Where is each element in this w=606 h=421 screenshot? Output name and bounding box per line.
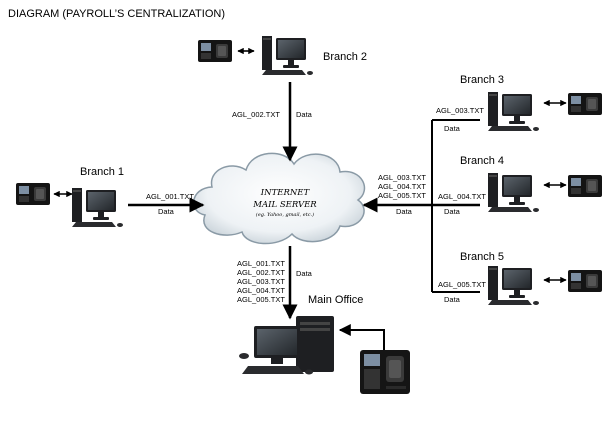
computer-icon xyxy=(488,266,539,305)
branch-2-file: AGL_002.TXT xyxy=(232,110,280,119)
computer-icon xyxy=(262,36,313,75)
merged-file-2: AGL_004.TXT xyxy=(378,182,426,191)
main-office-label: Main Office xyxy=(308,294,363,306)
branch-1-file: AGL_001.TXT xyxy=(146,192,194,201)
biometric-device-icon xyxy=(198,40,232,62)
branch-4-group: Branch 4 AGL_004.TXT Data xyxy=(438,155,602,216)
internet-mail-server-cloud: INTERNET MAIL SERVER (eg. Yahoo, gmail, … xyxy=(193,152,366,245)
branch-5-label: Branch 5 xyxy=(460,251,504,263)
biometric-device-icon xyxy=(568,175,602,197)
main-computer-icon xyxy=(239,316,334,375)
branch-4-file: AGL_004.TXT xyxy=(438,192,486,201)
branch-4-label: Branch 4 xyxy=(460,155,504,167)
branch-3-group: Branch 3 AGL_003.TXT Data xyxy=(436,74,602,133)
branch-5-file: AGL_005.TXT xyxy=(438,280,486,289)
computer-icon xyxy=(488,173,539,212)
branch-5-group: Branch 5 AGL_005.TXT Data xyxy=(438,251,602,305)
server-label-line1: INTERNET xyxy=(260,188,311,198)
computer-icon xyxy=(488,92,539,131)
branch-2-group: Branch 2 AGL_002.TXT Data xyxy=(198,36,367,162)
main-office-file-3: AGL_003.TXT xyxy=(237,277,285,286)
branch-1-group: Branch 1 AGL_001.TXT Data xyxy=(16,166,205,227)
main-office-file-4: AGL_004.TXT xyxy=(237,286,285,295)
server-label-examples: (eg. Yahoo, gmail, etc.) xyxy=(256,211,314,218)
main-office-file-1: AGL_001.TXT xyxy=(237,259,285,268)
branch-1-data-label: Data xyxy=(158,207,175,216)
merged-data-label: Data xyxy=(396,207,413,216)
branch-5-data-label: Data xyxy=(444,295,461,304)
main-biometric-device-icon xyxy=(360,350,410,394)
branch-1-label: Branch 1 xyxy=(80,166,124,178)
branch-3-file: AGL_003.TXT xyxy=(436,106,484,115)
merged-file-3: AGL_005.TXT xyxy=(378,191,426,200)
biometric-device-icon xyxy=(16,183,50,205)
biometric-device-icon xyxy=(568,93,602,115)
branch-3-data-label: Data xyxy=(444,124,461,133)
merged-file-1: AGL_003.TXT xyxy=(378,173,426,182)
main-office-file-5: AGL_005.TXT xyxy=(237,295,285,304)
right-branches-bus: AGL_003.TXT AGL_004.TXT AGL_005.TXT Data xyxy=(362,119,480,293)
branch-3-label: Branch 3 xyxy=(460,74,504,86)
main-sync-arrow xyxy=(338,324,385,350)
branch-2-label: Branch 2 xyxy=(323,51,367,63)
computer-icon xyxy=(72,188,123,227)
biometric-device-icon xyxy=(568,270,602,292)
branch-2-data-label: Data xyxy=(296,110,313,119)
diagram-title: DIAGRAM (PAYROLL’S CENTRALIZATION) xyxy=(8,8,225,20)
main-office-data-label: Data xyxy=(296,269,313,278)
main-office-group: AGL_001.TXT AGL_002.TXT AGL_003.TXT AGL_… xyxy=(237,246,410,394)
main-office-file-2: AGL_002.TXT xyxy=(237,268,285,277)
server-label-line2: MAIL SERVER xyxy=(252,200,317,210)
branch-4-data-label: Data xyxy=(444,207,461,216)
